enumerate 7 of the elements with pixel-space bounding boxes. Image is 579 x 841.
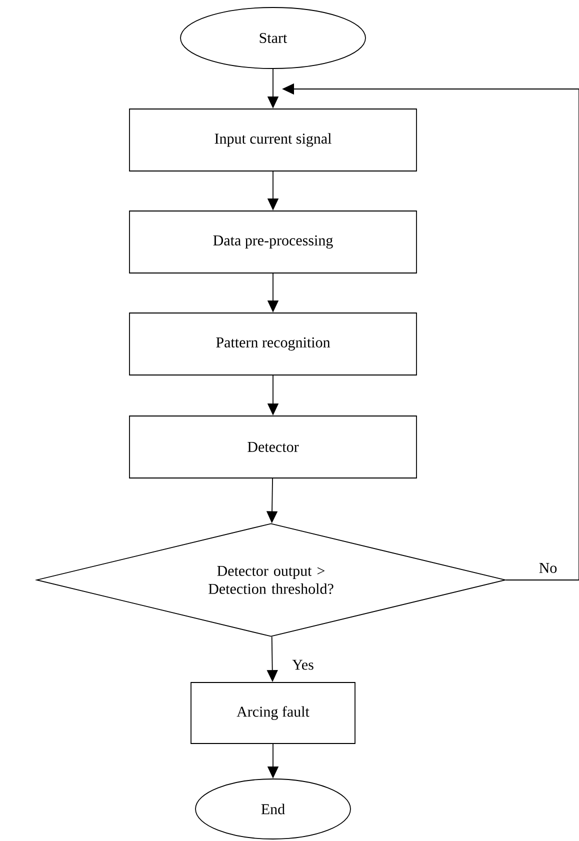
process-box: Detector bbox=[129, 416, 417, 478]
process-box: Arcing fault bbox=[190, 682, 356, 744]
process-box: Input current signal bbox=[129, 108, 417, 172]
process-box: Data pre-processing bbox=[129, 210, 417, 274]
edge-label: No bbox=[538, 562, 558, 574]
edge-label: Yes bbox=[291, 658, 315, 671]
process-box: Pattern recognition bbox=[129, 312, 417, 376]
